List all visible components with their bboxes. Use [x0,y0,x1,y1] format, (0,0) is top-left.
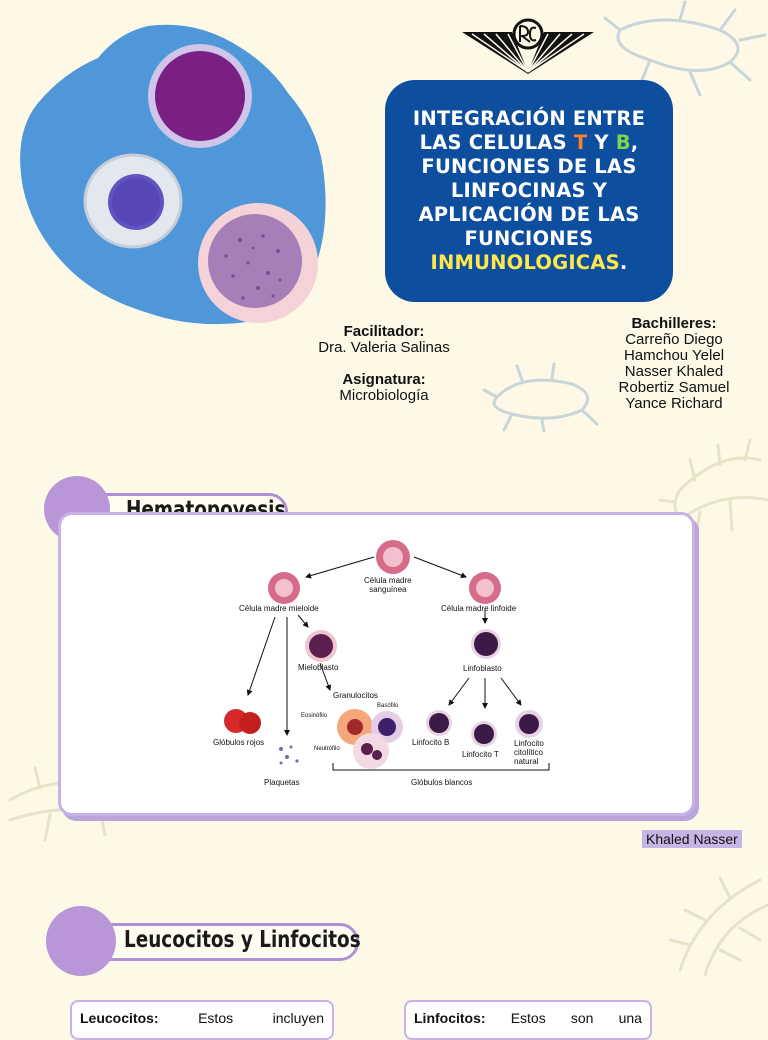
facilitador-block: Facilitador: Dra. Valeria Salinas [284,324,484,356]
asignatura-block: Asignatura: Microbiología [284,372,484,404]
myeloblast-icon [305,630,337,662]
red-blood-cells-icon [224,709,261,734]
lymphoblast-icon [471,629,501,659]
lymphoid-stem-cell-icon [469,572,501,604]
facilitador-name: Dra. Valeria Salinas [318,339,450,356]
image-credit: Khaled Nasser [642,830,742,848]
institution-logo [462,18,594,74]
facilitador-label: Facilitador: [343,323,425,340]
label-lymphoblast: Linfoblasto [463,664,502,673]
diagram-arrows [246,556,550,771]
student-name: Nasser Khaled [624,363,724,380]
label-white-blood-cells: Glóbulos blancos [411,778,473,787]
label-platelets: Plaquetas [264,778,300,787]
student-name: Yance Richard [625,395,723,412]
bachilleres-block: Bachilleres: Carreño Diego Hamchou Yelel… [590,316,758,412]
myeloid-stem-cell-icon [268,572,300,604]
section-title-leucocitos: Leucocitos y Linfocitos [124,927,361,953]
label-myeloid-stem-cell: Célula madre mieloide [239,604,319,613]
label-lymphocyte-t: Linfocito T [462,750,499,759]
nk-cell-icon [515,710,543,738]
lymphocyte-t-icon [471,721,497,747]
lymphocyte-b-icon [426,710,452,736]
section-header-circle [46,906,116,976]
cell-illustration [20,24,326,325]
platelets-icon [279,745,299,765]
asignatura-label: Asignatura: [342,371,426,388]
leucocitos-card: Leucocitos: Estos incluyen [70,1000,334,1040]
label-nk-cell: Linfocito citolítico natural [514,739,544,766]
stem-cell-icon [376,540,410,574]
label-myeloblast: Mieloblasto [298,663,339,672]
label-granulocytes: Granulocitos [333,691,378,700]
label-lymphoid-stem-cell: Célula madre linfoide [441,604,517,613]
document-title: INTEGRACIÓN ENTRE LAS CELULAS T Y B, FUN… [385,80,673,302]
student-name: Hamchou Yelel [623,347,725,364]
student-name: Carreño Diego [625,331,723,348]
hematopoiesis-diagram: Célula madre sanguínea Célula madre miel… [58,512,695,816]
label-basophil: Basófilo [377,703,399,709]
label-neutrophil: Neutrófilo [314,746,340,752]
linfocitos-term: Linfocitos: [414,1010,486,1026]
granulocytes-icon [337,709,403,769]
title-letter-t: T [573,131,588,154]
bacteria-decoration-bottom-right [668,876,768,977]
label-lymphocyte-b: Linfocito B [412,738,450,747]
label-eosinophil: Eosinófilo [301,713,328,719]
linfocitos-card: Linfocitos: Estos son una [404,1000,652,1040]
title-highlight-inmunologicas: INMUNOLOGICAS [430,251,620,274]
bachilleres-label: Bachilleres: [631,315,717,332]
bacteria-decoration-mid [482,362,599,432]
student-name: Robertiz Samuel [618,379,730,396]
label-stem-cell: Célula madre sanguínea [364,576,412,594]
title-letter-b: B [615,131,631,154]
leucocitos-term: Leucocitos: [80,1010,159,1026]
label-red-blood-cells: Glóbulos rojos [213,738,265,747]
asignatura-name: Microbiología [339,387,429,404]
